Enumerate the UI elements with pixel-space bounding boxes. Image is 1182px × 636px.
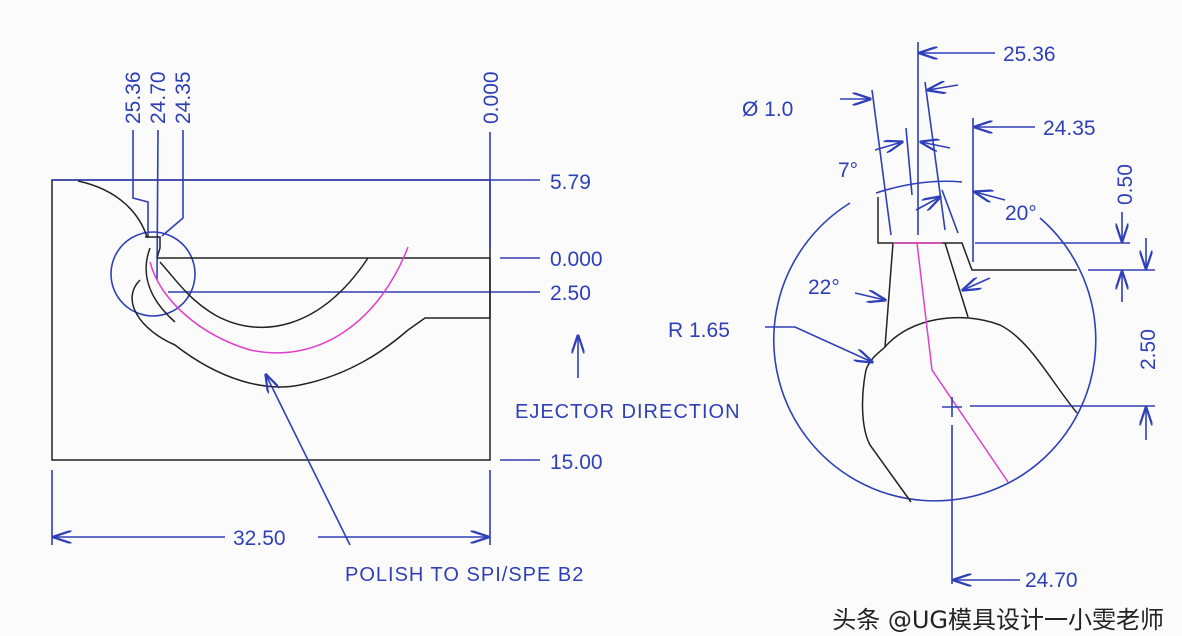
dim-24-35: 24.35: [172, 71, 195, 124]
dim-2-50: 2.50: [550, 282, 591, 305]
detail-circle: [110, 231, 196, 317]
dim-24-70: 24.70: [147, 71, 170, 124]
watermark: 头条 @UG模具设计一小雯老师: [832, 606, 1164, 634]
dim-24-35-detail: 24.35: [1043, 117, 1096, 140]
angle-20: 20°: [1005, 202, 1037, 225]
dim-15-00: 15.00: [550, 451, 603, 474]
dim-2-50-detail: 2.50: [1137, 329, 1160, 370]
left-view: 25.36 24.70 24.35 0.000 5.79 0.000 2.50 …: [51, 71, 741, 586]
ejector-note: EJECTOR DIRECTION: [515, 401, 741, 423]
dim-0-000-vertical: 0.000: [480, 71, 503, 124]
polish-note: POLISH TO SPI/SPE B2: [345, 564, 584, 586]
dim-25-36: 25.36: [122, 71, 145, 124]
detail-boundary-circle: [773, 202, 1097, 502]
runner-centerline: [149, 246, 409, 354]
dim-5-79: 5.79: [550, 171, 591, 194]
dim-24-70-detail: 24.70: [1025, 569, 1078, 592]
runner-centerline-detail: [916, 242, 1009, 483]
dim-25-36-detail: 25.36: [1003, 43, 1056, 66]
dim-diameter: Ø 1.0: [742, 98, 793, 121]
dim-32-50: 32.50: [233, 527, 286, 550]
angle-22: 22°: [808, 276, 840, 299]
dim-0-000: 0.000: [550, 248, 603, 271]
part-outline: [51, 179, 491, 461]
angle-7: 7°: [838, 159, 858, 182]
radius-dim: R 1.65: [668, 319, 730, 342]
detail-view: 25.36 Ø 1.0 24.35 7° 20° 22° R 1.65 0.50…: [668, 42, 1160, 592]
dim-0-50: 0.50: [1114, 164, 1137, 205]
